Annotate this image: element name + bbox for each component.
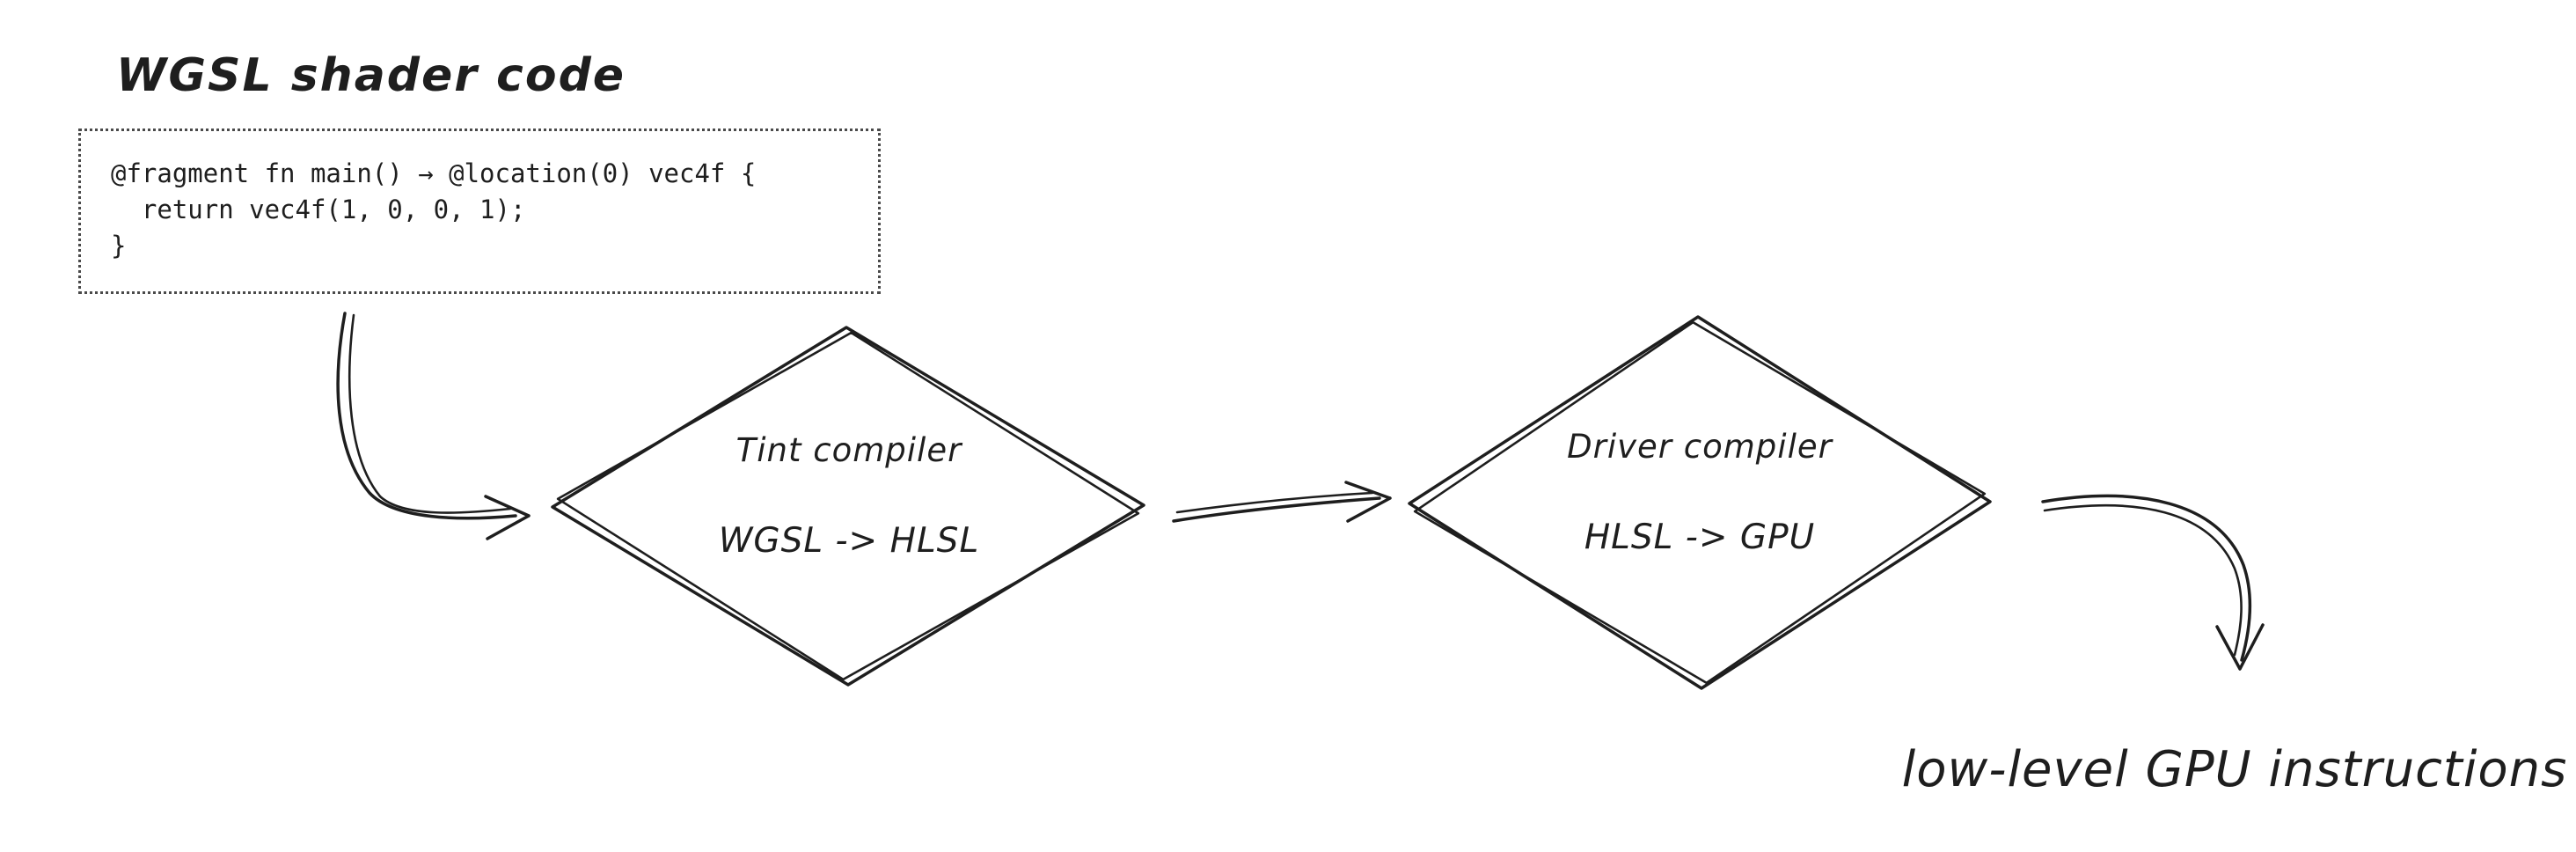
driver-compiler-label: Driver compiler: [1567, 428, 1833, 466]
code-line-1: @fragment fn main() → @location(0) vec4f…: [111, 158, 757, 188]
code-box: @fragment fn main() → @location(0) vec4f…: [78, 129, 881, 294]
output-label: low-level GPU instructions: [1901, 741, 2568, 798]
driver-compiler-node-shape: [1408, 315, 1992, 690]
code-line-2: return vec4f(1, 0, 0, 1);: [111, 195, 526, 224]
code-line-3: }: [111, 231, 127, 261]
tint-compiler-node-shape: [551, 326, 1145, 687]
tint-compiler-sublabel: WGSL -> HLSL: [718, 521, 980, 561]
driver-compiler-sublabel: HLSL -> GPU: [1584, 518, 1816, 557]
arrow-code-to-tint: [336, 312, 531, 540]
arrow-tint-to-driver: [1172, 481, 1392, 523]
tint-compiler-label: Tint compiler: [735, 431, 962, 469]
arrow-driver-to-output: [2041, 494, 2265, 671]
diagram-title: WGSL shader code: [116, 49, 626, 102]
